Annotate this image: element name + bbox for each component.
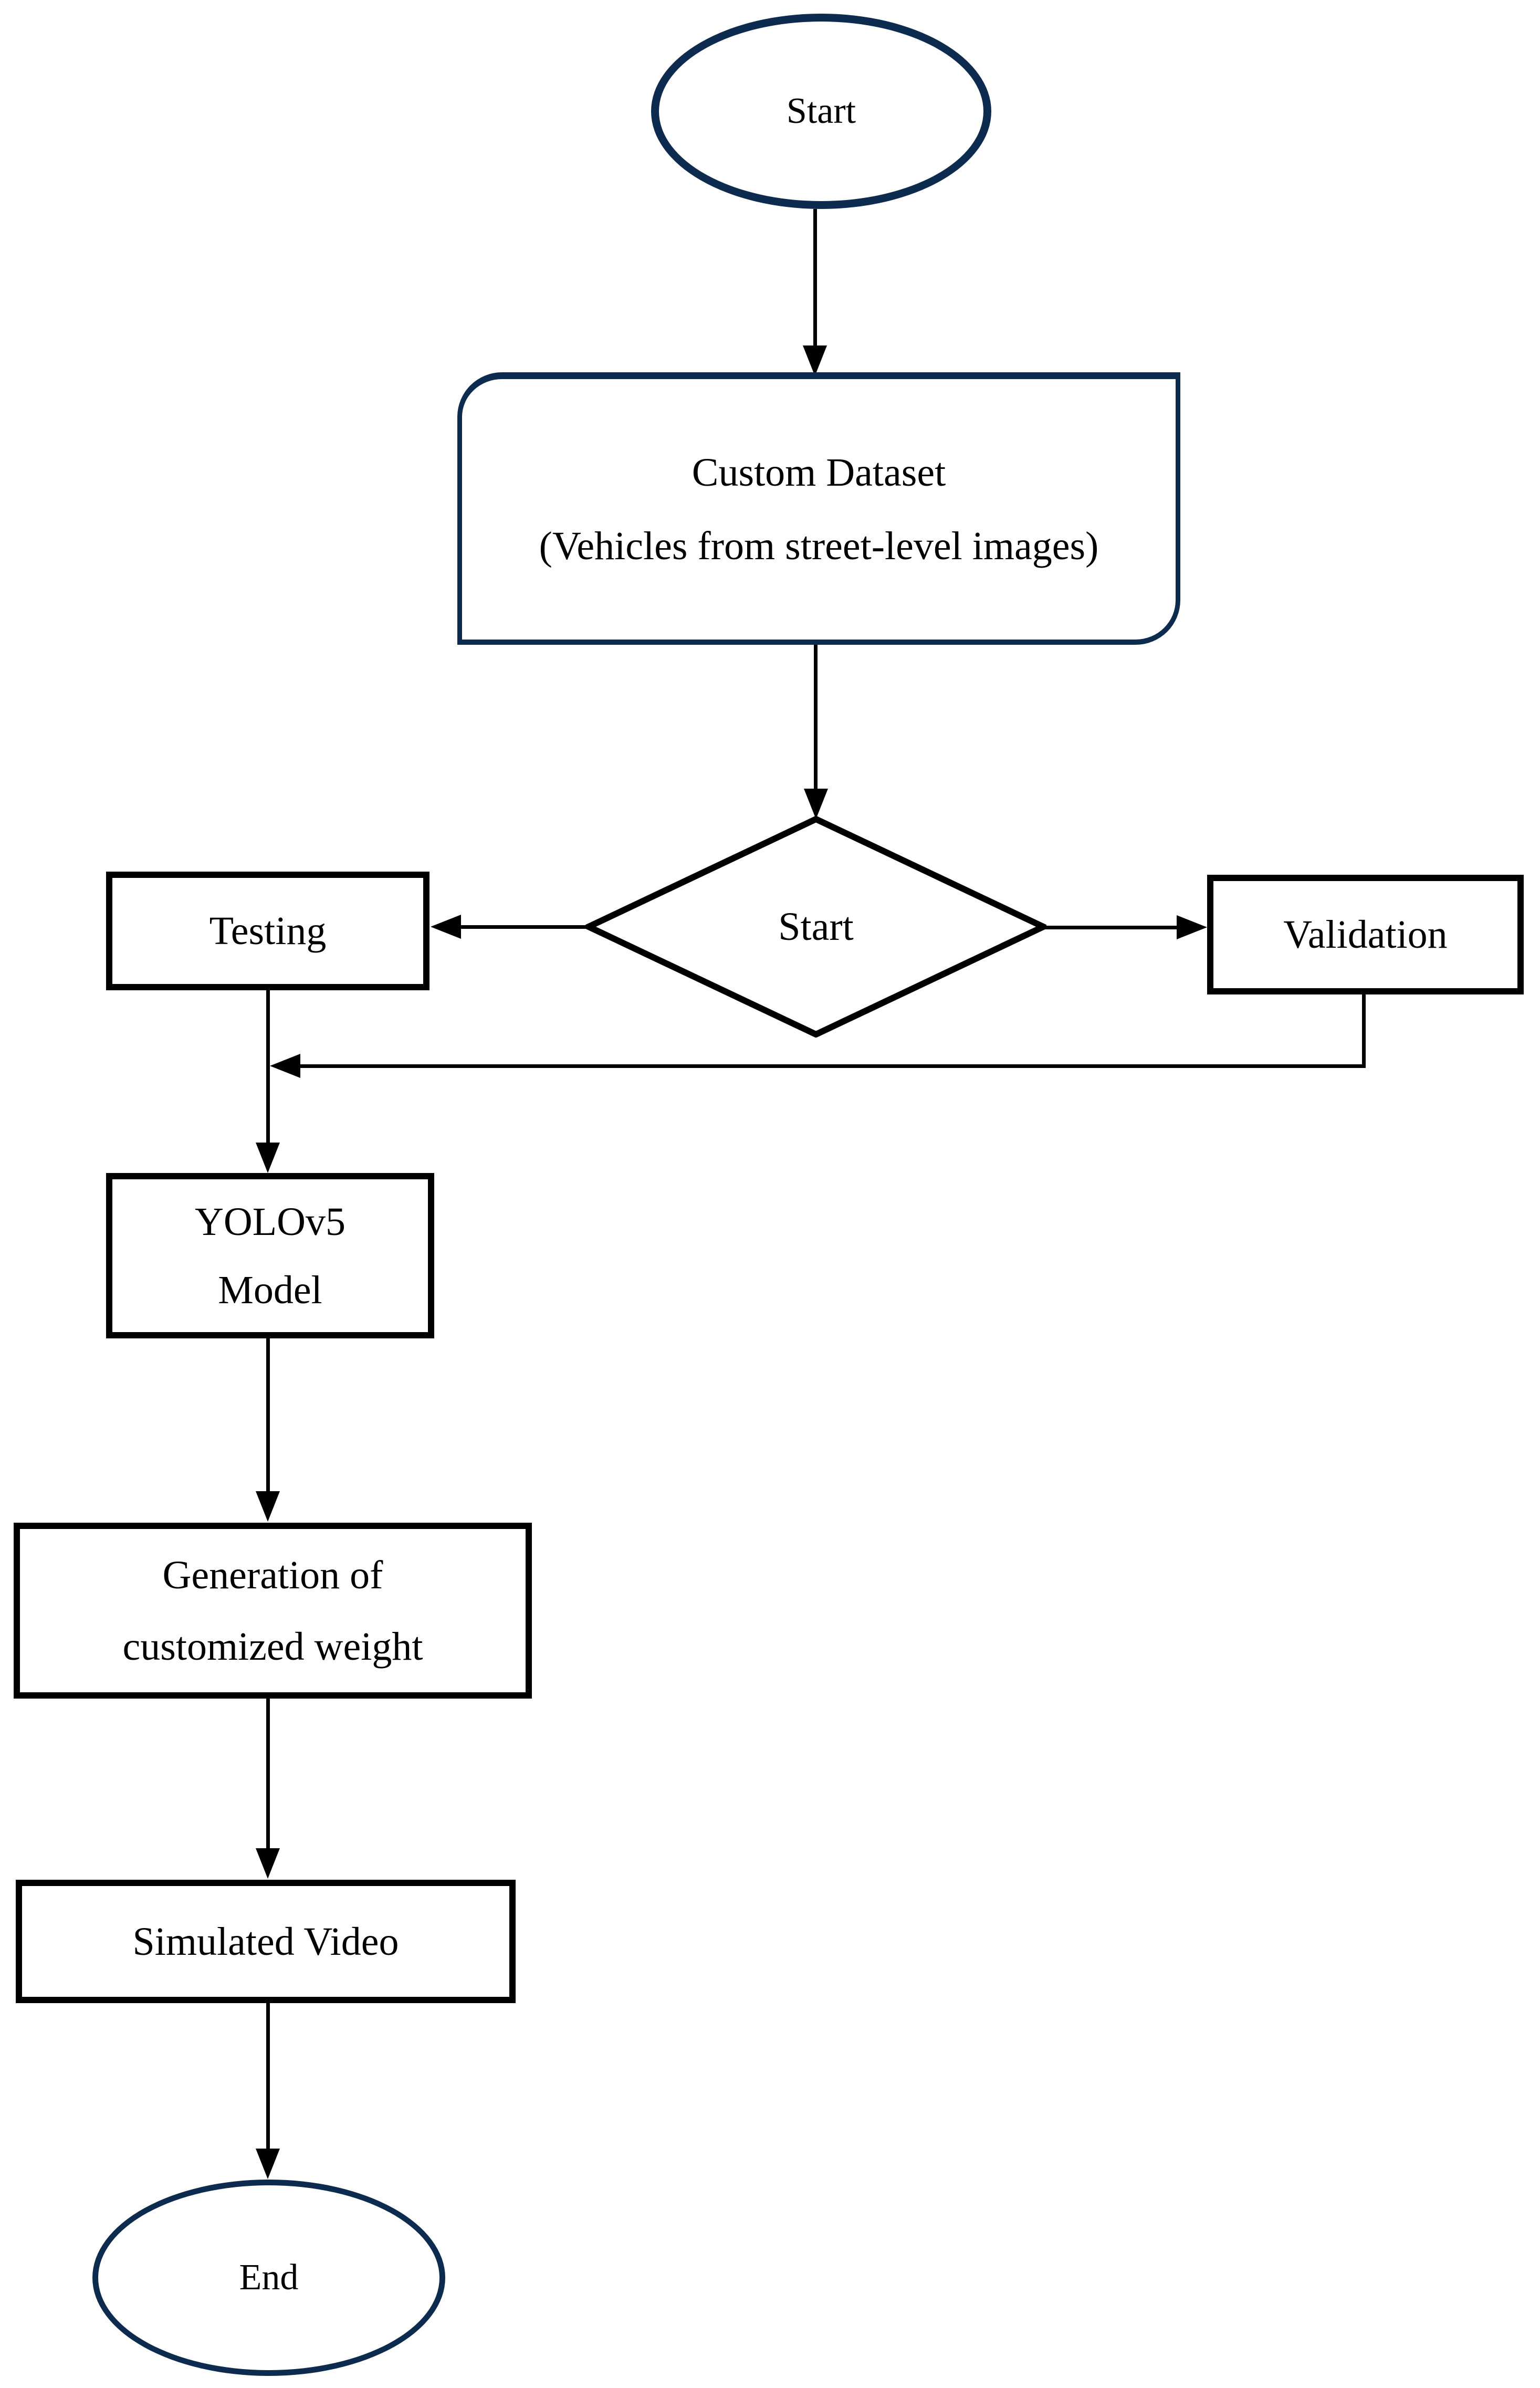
flow-line-decision-to-validation bbox=[1042, 926, 1178, 929]
arrowhead-down-into-yolov5 bbox=[256, 1143, 280, 1173]
flow-line-simulated-to-end bbox=[266, 2002, 270, 2150]
flow-line-generation-to-simulated bbox=[266, 1698, 270, 1849]
arrowhead-down-into-end bbox=[256, 2149, 280, 2179]
simulated-video-label: Simulated Video bbox=[132, 1919, 399, 1964]
decision-label-wrap: Start bbox=[585, 816, 1046, 1038]
decision-label: Start bbox=[778, 904, 854, 949]
node-decision-diamond bbox=[585, 816, 1046, 1038]
start-label: Start bbox=[786, 91, 856, 131]
validation-label: Validation bbox=[1283, 913, 1448, 957]
flow-line-dataset-to-decision bbox=[814, 645, 818, 790]
flow-line-testing-to-yolov5 bbox=[266, 989, 270, 1144]
generation-label-line1: Generation of bbox=[162, 1553, 383, 1597]
custom-dataset-label-line1: Custom Dataset bbox=[692, 451, 946, 495]
node-start-terminator: Start bbox=[651, 14, 991, 209]
node-end-terminator: End bbox=[92, 2180, 445, 2376]
node-validation: Validation bbox=[1207, 875, 1524, 994]
arrowhead-down-into-simulated bbox=[256, 1848, 280, 1879]
arrowhead-down-into-dataset bbox=[803, 345, 827, 376]
arrowhead-down-into-generation bbox=[256, 1491, 280, 1522]
arrowhead-right-into-validation bbox=[1177, 915, 1207, 939]
flow-line-validation-across bbox=[300, 1064, 1366, 1068]
testing-label: Testing bbox=[209, 909, 327, 953]
flow-line-validation-down bbox=[1362, 993, 1366, 1068]
flow-line-decision-to-testing bbox=[461, 925, 591, 929]
flow-line-yolov5-to-generation bbox=[266, 1337, 270, 1492]
arrowhead-left-merge-junction bbox=[270, 1054, 300, 1078]
yolov5-label-line2: Model bbox=[218, 1268, 322, 1312]
node-testing: Testing bbox=[106, 872, 429, 990]
flow-line-start-to-dataset bbox=[813, 209, 817, 347]
node-simulated-video: Simulated Video bbox=[16, 1880, 516, 2003]
arrowhead-down-into-decision bbox=[804, 789, 828, 819]
end-label: End bbox=[239, 2257, 299, 2298]
generation-label-line2: customized weight bbox=[122, 1624, 423, 1669]
node-yolov5-model: YOLOv5 Model bbox=[106, 1173, 434, 1338]
node-custom-dataset: Custom Dataset (Vehicles from street-lev… bbox=[457, 372, 1180, 645]
arrowhead-left-into-testing bbox=[431, 915, 461, 939]
node-generation-of-customized-weight: Generation of customized weight bbox=[14, 1523, 532, 1699]
yolov5-label-line1: YOLOv5 bbox=[194, 1199, 346, 1244]
custom-dataset-label-line2: (Vehicles from street-level images) bbox=[539, 524, 1099, 568]
